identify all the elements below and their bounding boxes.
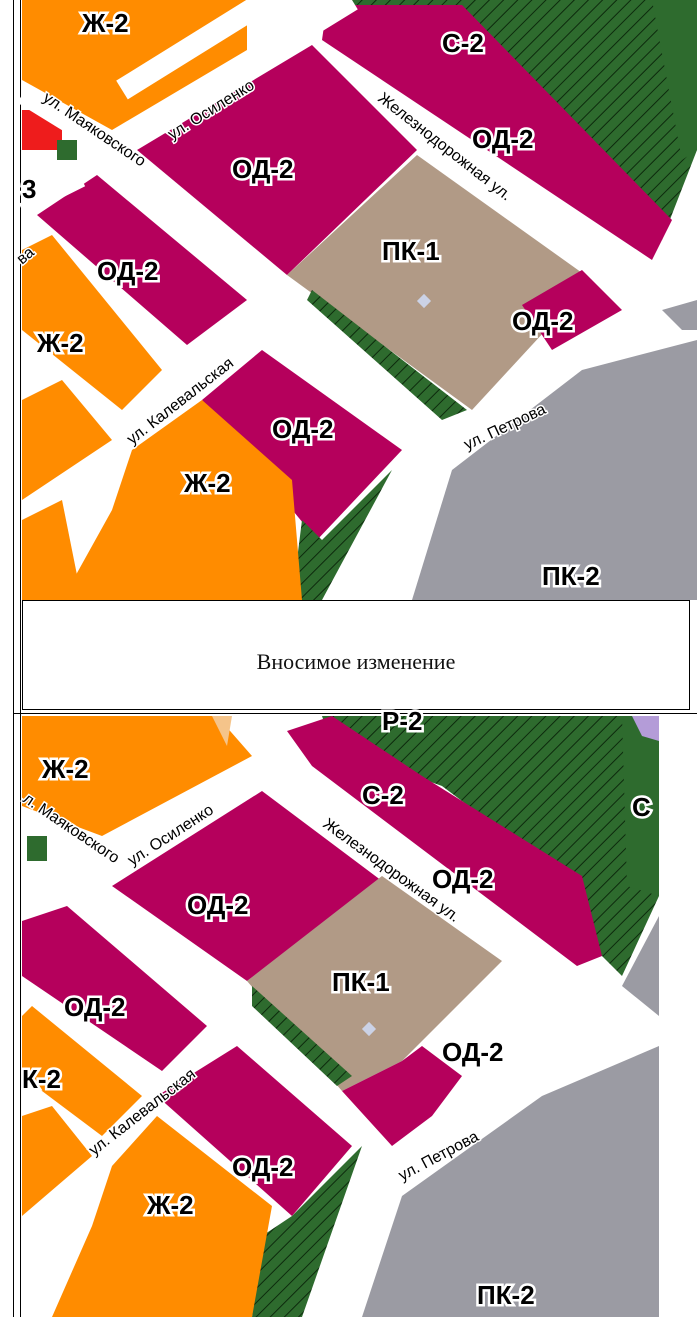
zone-industrial-2 [362,1046,659,1317]
zone-public-strip [322,5,672,260]
zone-green-right [622,716,659,896]
label-pk2: ПК-2 [542,561,600,591]
zone-public-block [137,45,417,275]
zone-green-lower [252,1146,362,1317]
zone-residential [22,716,252,836]
row-divider [13,713,697,714]
zone-public-lower [157,1046,352,1216]
zone-green-far [652,0,697,160]
label-zh2-lower: Ж-2 [146,1190,194,1220]
label-zh2-lower: Ж-2 [183,468,231,498]
label-od2-e: ОД-2 [272,414,334,444]
label-pk2: ПК-2 [477,1280,535,1310]
label-zh2-left: Ж-2 [36,328,84,358]
zone-residential [22,0,247,130]
label-pk1: ПК-1 [382,236,440,266]
zone-green [322,716,659,976]
zone-beige [212,716,232,746]
label-s: С [632,792,651,822]
zone-public-left [37,175,247,345]
zone-public-lower [202,350,402,540]
zone-industrial-2-right [662,300,697,330]
zone-public-block [112,791,382,981]
label-s2: С-2 [362,780,404,810]
label-od2-b: ОД-2 [232,154,294,184]
caption-text: Вносимое изменение [256,649,456,674]
zone-residential-lower [62,400,302,600]
zone-residential-left [22,1006,142,1136]
zone-industrial-2 [412,340,697,600]
label-od2-d: ОД-2 [442,1037,504,1067]
zone-residential-lower [52,1116,272,1317]
zone-public-small [522,270,622,350]
zone-industrial-2-right [622,916,659,1016]
zone-industrial-1 [247,876,502,1091]
label-s2: С-2 [442,28,484,58]
zone-green-strip [252,986,352,1086]
zone-residential-left2 [22,380,112,500]
zone-residential-left2 [22,1106,92,1216]
zone-public-left [22,906,207,1071]
zone-purple [632,716,659,741]
label-zh2-top: Ж-2 [41,754,89,784]
map-current: Ж-2 С-2 ОД-2 ОД-2 ОД-2 ПК-1 ОД-2 Ж-2 ОД-… [12,0,697,600]
label-od2-d: ОД-2 [512,306,574,336]
zone-green-strip [307,290,467,420]
inner-left-border [20,0,21,1317]
zone-public-new [342,1046,462,1146]
label-od2-a: ОД-2 [432,864,494,894]
map-proposed: Ж-2 Р-2 С-2 С ОД-2 ОД-2 ПК-1 ОД-2 ОД-2 К… [18,704,659,1317]
label-od2-c: ОД-2 [97,256,159,286]
zone-green-lower [292,470,392,600]
zone-public-strip [287,716,602,966]
caption-box: Вносимое изменение [22,600,690,710]
label-3: 3 [22,174,36,204]
zone-residential-left [22,235,162,410]
left-border [13,0,14,1317]
label-k2: К-2 [22,1064,61,1094]
zone-residential-corner [22,500,82,600]
label-pk1: ПК-1 [332,967,390,997]
label-od2-e: ОД-2 [232,1152,294,1182]
zone-green-small [27,836,47,861]
zone-green-small [57,140,77,160]
label-r2: Р-2 [382,706,422,736]
label-od2-c: ОД-2 [64,992,126,1022]
label-od2-b: ОД-2 [187,890,249,920]
zone-industrial-1 [287,155,592,410]
label-od2-a: ОД-2 [472,124,534,154]
label-zh2-top: Ж-2 [81,8,129,38]
